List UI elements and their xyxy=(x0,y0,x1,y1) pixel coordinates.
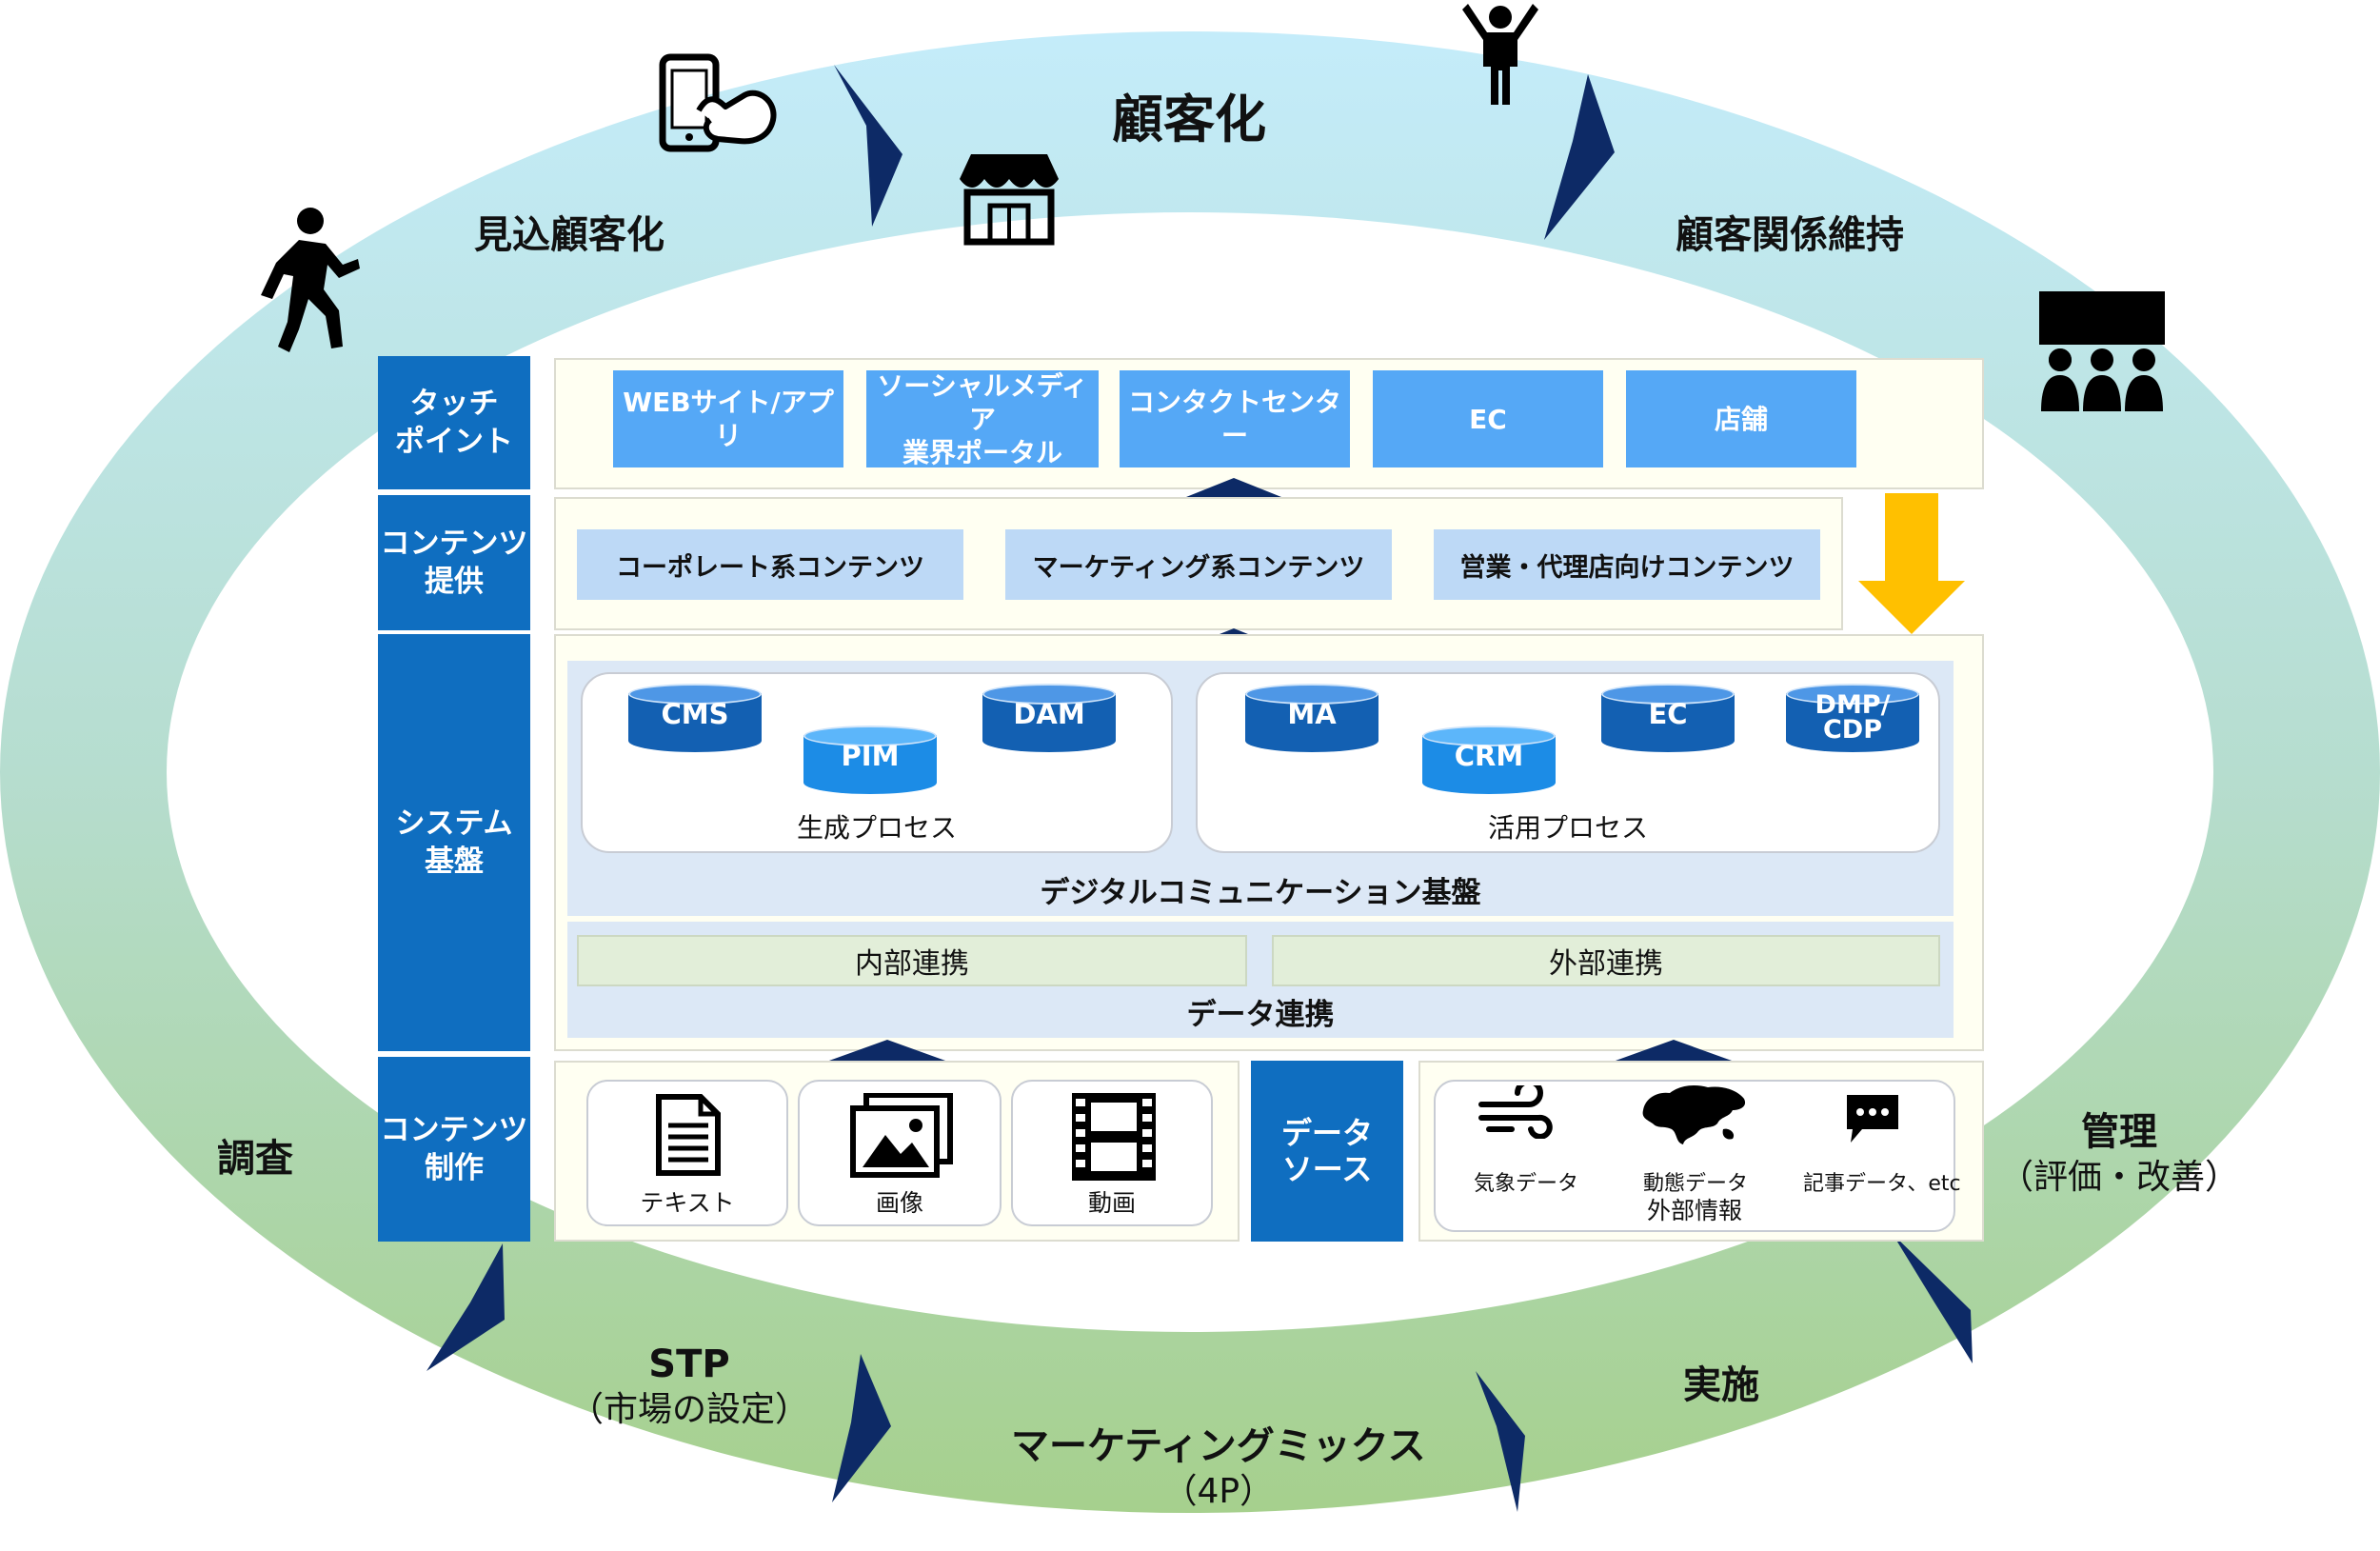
tab-content-provision-line1: コンテンツ xyxy=(380,526,528,561)
touchpoint-social-line1: ソーシャルメディア xyxy=(877,369,1088,435)
cycle-label-stp: STP （市場の設定） xyxy=(569,1341,809,1431)
tab-content-creation-line2: 制作 xyxy=(425,1151,484,1185)
touchpoint-ec: EC xyxy=(1373,370,1603,467)
audience-icon xyxy=(2039,291,2165,411)
wind-icon xyxy=(1478,1085,1553,1139)
touchpoint-store: 店舗 xyxy=(1626,370,1856,467)
tab-content-provision-line2: 提供 xyxy=(425,565,484,599)
generation-process-label: 生成プロセス xyxy=(796,812,957,844)
document-icon xyxy=(656,1094,721,1176)
cms-database: CMS xyxy=(628,684,762,752)
data-source-line1: データ xyxy=(1280,1114,1373,1151)
image-caption: 画像 xyxy=(875,1189,923,1217)
cycle-arrow-2 xyxy=(1544,74,1615,240)
data-source-tab: データ ソース xyxy=(1251,1061,1403,1242)
gold-down-arrow xyxy=(1858,493,1965,634)
content-sales-agency: 営業・代理店向けコンテンツ xyxy=(1434,529,1820,600)
stp-title: STP xyxy=(648,1342,730,1386)
cycle-arrow-3 xyxy=(1893,1234,1973,1363)
marketing-mix-title: マーケティングミックス xyxy=(1011,1424,1426,1468)
external-link: 外部連携 xyxy=(1272,935,1940,986)
touchpoint-social-line2: 業界ポータル xyxy=(902,436,1062,468)
ec-database: EC xyxy=(1601,684,1735,752)
cycle-label-research: 調査 xyxy=(217,1137,293,1181)
external-info-caption: 外部情報 xyxy=(1646,1197,1742,1224)
text-caption: テキスト xyxy=(640,1189,735,1217)
dmp-line: DMP/ xyxy=(1815,690,1891,720)
touch-phone-icon xyxy=(659,53,777,152)
video-caption: 動画 xyxy=(1087,1189,1136,1217)
digital-platform-label: デジタルコミュニケーション基盤 xyxy=(1040,876,1481,910)
data-source-line2: ソース xyxy=(1281,1151,1373,1187)
crm-label: CRM xyxy=(1454,740,1524,772)
image-icon xyxy=(850,1093,953,1178)
ma-label: MA xyxy=(1287,698,1337,730)
running-person-icon xyxy=(261,208,360,352)
content-corporate: コーポレート系コンテンツ xyxy=(577,529,963,600)
cycle-label-execution: 実施 xyxy=(1683,1363,1759,1407)
cycle-arrow-1 xyxy=(834,65,902,227)
pim-database: PIM xyxy=(803,726,937,794)
article-data-label: 記事データ、etc xyxy=(1803,1172,1961,1196)
touchpoint-contact-center: コンタクトセンター xyxy=(1120,370,1350,467)
tab-content-creation-line1: コンテンツ xyxy=(380,1112,528,1147)
shop-icon xyxy=(960,154,1059,246)
dmp-cdp-database: DMP/ CDP xyxy=(1786,684,1919,752)
video-card: 動画 xyxy=(1011,1080,1213,1226)
world-map-icon xyxy=(1642,1085,1746,1144)
ec-label: EC xyxy=(1648,698,1688,730)
touchpoint-web-app: WEBサイト/アプリ xyxy=(613,370,843,467)
cycle-arrow-5 xyxy=(832,1354,891,1502)
cycle-arrow-4 xyxy=(1476,1371,1525,1512)
management-sub: （評価・改善） xyxy=(1999,1158,2240,1197)
tab-touchpoint: タッチ ポイント xyxy=(378,356,530,489)
movement-data-label: 動態データ xyxy=(1643,1172,1749,1196)
cheering-person-icon xyxy=(1462,4,1538,105)
cycle-arrow-6 xyxy=(426,1243,505,1371)
touchpoint-social-media: ソーシャルメディア 業界ポータル xyxy=(866,369,1099,468)
tab-content-provision: コンテンツ 提供 xyxy=(378,495,530,630)
tab-touchpoint-line2: ポイント xyxy=(395,425,513,459)
image-card: 画像 xyxy=(798,1080,1002,1226)
tab-content-creation: コンテンツ 制作 xyxy=(378,1057,530,1242)
film-icon xyxy=(1072,1093,1156,1181)
data-link-label: データ連携 xyxy=(1186,998,1335,1032)
dam-label: DAM xyxy=(1013,698,1085,730)
cycle-label-customer: 顧客化 xyxy=(1112,89,1266,149)
cycle-label-management: 管理 （評価・改善） xyxy=(1999,1108,2239,1199)
text-card: テキスト xyxy=(586,1080,788,1226)
content-marketing: マーケティング系コンテンツ xyxy=(1005,529,1392,600)
marketing-mix-sub: （4P） xyxy=(1162,1472,1275,1511)
dmp-cdp-label: DMP/ CDP xyxy=(1786,690,1919,745)
cycle-label-marketing-mix: マーケティングミックス （4P） xyxy=(1011,1422,1426,1513)
internal-link: 内部連携 xyxy=(577,935,1247,986)
cycle-label-retention: 顧客関係維持 xyxy=(1676,213,1904,257)
chat-icon xyxy=(1847,1095,1898,1143)
tab-system: システム 基盤 xyxy=(378,634,530,1051)
tab-touchpoint-line1: タッチ xyxy=(409,386,499,421)
weather-data-label: 気象データ xyxy=(1474,1172,1579,1196)
cycle-label-prospect: 見込顧客化 xyxy=(474,213,664,257)
tab-system-line1: システム xyxy=(395,805,513,841)
utilization-process-label: 活用プロセス xyxy=(1487,812,1648,844)
stp-sub: （市場の設定） xyxy=(569,1390,810,1429)
pim-label: PIM xyxy=(841,740,900,772)
cms-label: CMS xyxy=(661,698,729,730)
cdp-line: CDP xyxy=(1822,714,1882,745)
management-title: 管理 xyxy=(2081,1110,2157,1154)
ma-database: MA xyxy=(1245,684,1378,752)
tab-system-line2: 基盤 xyxy=(425,845,484,879)
dam-database: DAM xyxy=(982,684,1116,752)
crm-database: CRM xyxy=(1422,726,1556,794)
